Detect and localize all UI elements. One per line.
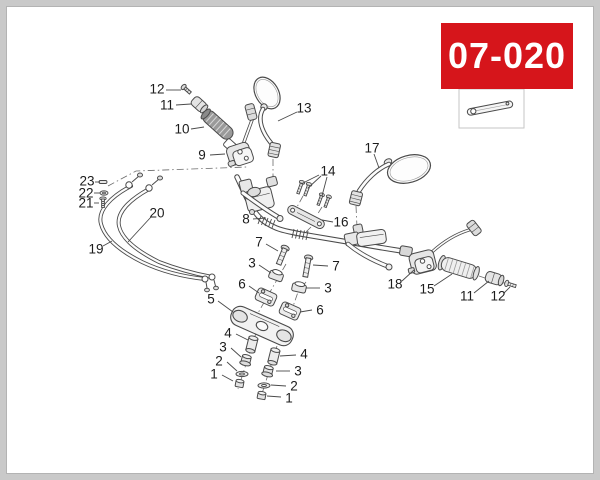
- svg-text:3: 3: [248, 256, 256, 271]
- alignment-dashes: [107, 159, 508, 401]
- thumbnail-box[interactable]: [458, 88, 525, 129]
- handlebar-bracket: [287, 204, 325, 230]
- callout-7-12: 7: [312, 259, 340, 274]
- right-mirror: [348, 154, 432, 207]
- upper-triple-clamp: [230, 305, 294, 347]
- callout-3-13: 3: [306, 281, 332, 296]
- callout-16-8: 16: [321, 215, 349, 230]
- bracket-screws: [296, 179, 332, 209]
- svg-text:7: 7: [332, 259, 340, 274]
- right-bar-end: [484, 271, 505, 287]
- svg-text:10: 10: [174, 122, 189, 137]
- callout-7-9: 7: [255, 235, 279, 252]
- left-grip: [200, 108, 234, 140]
- svg-text:20: 20: [149, 206, 164, 221]
- callout-3-17: 3: [219, 340, 242, 358]
- left-mirror: [253, 76, 281, 159]
- callout-17-5: 17: [364, 141, 380, 169]
- callout-19-28: 19: [88, 240, 113, 257]
- svg-text:2: 2: [290, 379, 298, 394]
- callout-2-22: 2: [270, 379, 298, 394]
- left-switch-assembly: [225, 103, 258, 167]
- left-grip-assembly: [180, 83, 239, 154]
- page-code-text: 07-020: [447, 35, 567, 76]
- left-bar-end-screw: [180, 83, 192, 95]
- svg-text:22: 22: [78, 186, 93, 201]
- svg-text:6: 6: [238, 277, 246, 292]
- svg-text:11: 11: [160, 98, 174, 113]
- svg-text:16: 16: [333, 215, 348, 230]
- clamp-bolts: [275, 244, 314, 278]
- svg-text:4: 4: [300, 347, 308, 362]
- svg-text:9: 9: [198, 148, 206, 163]
- svg-text:3: 3: [219, 340, 227, 355]
- svg-text:12: 12: [149, 82, 164, 97]
- throttle-grip: [437, 255, 480, 281]
- callout-18-24: 18: [387, 269, 415, 292]
- handlebar-tube: [234, 174, 413, 258]
- callout-5-15: 5: [207, 292, 234, 313]
- svg-text:23: 23: [79, 174, 94, 189]
- page-code-badge: 07-020: [441, 23, 573, 89]
- callout-6-11: 6: [238, 277, 260, 294]
- svg-text:7: 7: [255, 235, 263, 250]
- svg-text:12: 12: [490, 289, 505, 304]
- svg-text:1: 1: [285, 391, 293, 406]
- svg-text:2: 2: [215, 354, 223, 369]
- callout-11-26: 11: [460, 280, 490, 304]
- svg-text:4: 4: [224, 326, 232, 341]
- callout-6-14: 6: [299, 303, 324, 318]
- bar-clamps: [254, 287, 302, 321]
- svg-text:21: 21: [78, 196, 93, 211]
- svg-text:1: 1: [210, 367, 218, 382]
- svg-text:6: 6: [316, 303, 324, 318]
- left-lever-assembly: [238, 175, 284, 222]
- riser-stack-parts: [234, 335, 281, 401]
- right-switch-assembly: [407, 219, 482, 275]
- callout-20-29: 20: [127, 206, 165, 243]
- thumbnail-part: [466, 100, 514, 116]
- callout-2-18: 2: [215, 354, 238, 372]
- brake-hoses: [98, 172, 219, 293]
- callout-22-31: 22: [78, 186, 100, 201]
- callout-15-25: 15: [419, 273, 453, 297]
- svg-text:17: 17: [364, 141, 379, 156]
- callout-11-1: 11: [160, 98, 192, 113]
- callout-1-19: 1: [210, 367, 234, 382]
- callout-8-7: 8: [242, 212, 267, 227]
- svg-text:14: 14: [320, 164, 336, 179]
- callout-12-0: 12: [149, 82, 181, 97]
- callout-23-30: 23: [79, 174, 100, 189]
- svg-text:13: 13: [296, 101, 311, 116]
- callout-12-27: 12: [490, 286, 511, 304]
- callout-1-23: 1: [266, 391, 293, 406]
- callout-10-2: 10: [174, 122, 205, 137]
- svg-text:3: 3: [294, 364, 302, 379]
- svg-text:18: 18: [387, 277, 402, 292]
- callout-4-20: 4: [279, 347, 308, 362]
- callout-13-4: 13: [277, 101, 312, 122]
- callout-3-10: 3: [248, 256, 272, 274]
- callout-21-32: 21: [78, 196, 99, 211]
- callout-14-6: 14: [300, 164, 336, 197]
- callout-3-21: 3: [276, 364, 302, 379]
- right-bar-end-screw: [504, 279, 517, 289]
- svg-text:3: 3: [324, 281, 332, 296]
- svg-text:19: 19: [88, 242, 103, 257]
- callout-4-16: 4: [224, 326, 249, 341]
- svg-text:11: 11: [460, 289, 474, 304]
- callout-9-3: 9: [198, 148, 226, 163]
- right-lever-assembly: [343, 223, 393, 271]
- svg-text:5: 5: [207, 292, 215, 307]
- clamp-saddles: [268, 269, 307, 294]
- svg-text:15: 15: [419, 282, 434, 297]
- svg-text:8: 8: [242, 212, 250, 227]
